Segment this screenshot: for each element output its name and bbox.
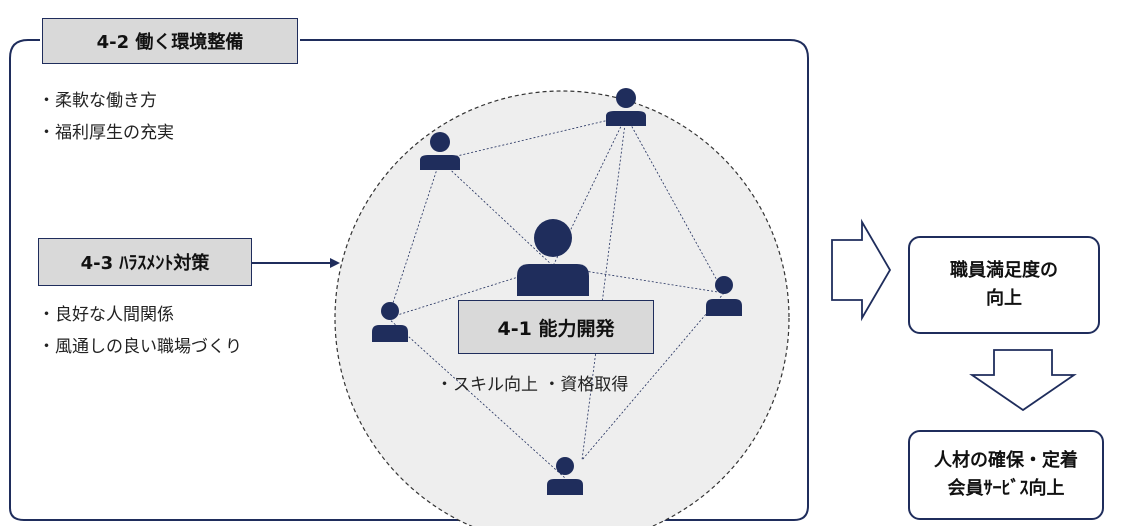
harassment-item-2: ・風通しの良い職場づくり	[38, 337, 242, 357]
outcome-satisfaction: 職員満足度の 向上	[908, 236, 1100, 334]
harassment-arrow-head	[330, 258, 340, 268]
harassment-title: 4-3 ﾊﾗｽﾒﾝﾄ対策	[38, 238, 252, 286]
work-env-title: 4-2 働く環境整備	[42, 18, 298, 64]
work-env-item-2: ・福利厚生の充実	[38, 123, 174, 143]
ability-title-text: 4-1 能力開発	[497, 317, 615, 340]
outcome-satisfaction-line1: 職員満足度の	[950, 260, 1058, 281]
ability-title: 4-1 能力開発	[458, 300, 654, 354]
block-arrow-down-icon	[969, 349, 1077, 412]
ability-items: ・スキル向上 ・資格取得	[436, 375, 629, 395]
harassment-item-1: ・良好な人間関係	[38, 305, 174, 325]
person-icon-center	[517, 219, 589, 296]
outcome-retention: 人材の確保・定着 会員ｻｰﾋﾞｽ向上	[908, 430, 1104, 520]
block-arrow-right-icon	[831, 218, 892, 322]
outcome-satisfaction-line2: 向上	[986, 288, 1022, 309]
work-env-item-1: ・柔軟な働き方	[38, 91, 157, 111]
harassment-title-text: 4-3 ﾊﾗｽﾒﾝﾄ対策	[80, 253, 210, 274]
person-icon	[706, 276, 742, 316]
outcome-retention-line1: 人材の確保・定着	[934, 450, 1078, 471]
work-env-title-text: 4-2 働く環境整備	[96, 32, 244, 53]
outer-frame	[9, 39, 809, 521]
outcome-retention-line2: 会員ｻｰﾋﾞｽ向上	[947, 478, 1065, 499]
person-icon	[547, 457, 583, 495]
person-icon	[420, 132, 460, 170]
person-icon	[372, 302, 408, 342]
person-icon	[606, 88, 646, 126]
